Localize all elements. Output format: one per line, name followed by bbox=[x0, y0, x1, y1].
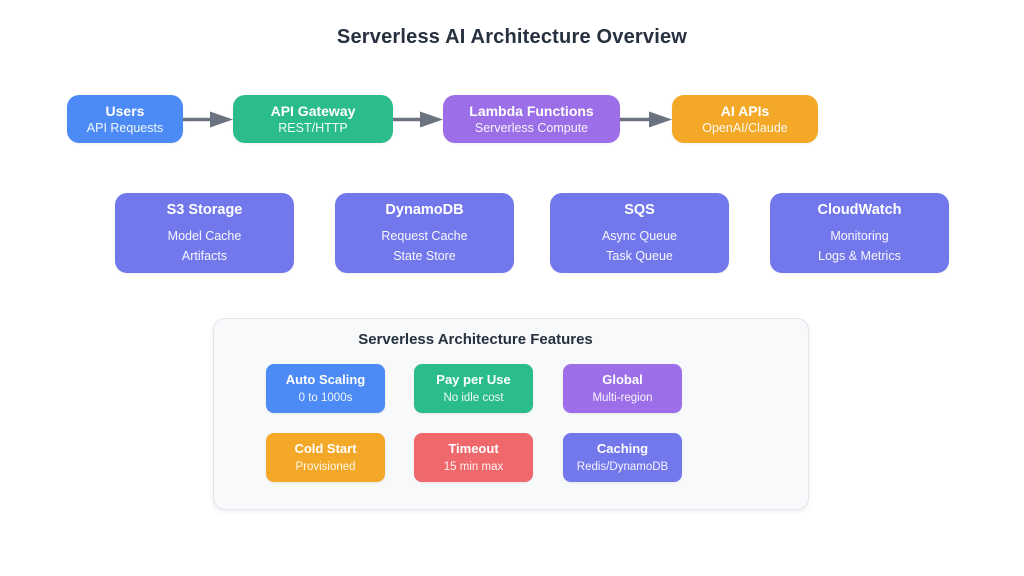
flow-node-title: Lambda Functions bbox=[469, 102, 594, 119]
flow-node-title: AI APIs bbox=[720, 102, 770, 119]
right-arrow-icon bbox=[620, 111, 672, 128]
feature-box-timeout: Timeout 15 min max bbox=[414, 433, 533, 482]
service-line: Artifacts bbox=[181, 248, 228, 263]
service-title: DynamoDB bbox=[385, 201, 464, 218]
feature-box-global: Global Multi-region bbox=[563, 364, 682, 413]
service-title: SQS bbox=[624, 201, 655, 218]
feature-title: Timeout bbox=[448, 441, 499, 456]
feature-box-pay-per-use: Pay per Use No idle cost bbox=[414, 364, 533, 413]
right-arrow-icon bbox=[393, 111, 443, 128]
features-panel-title: Serverless Architecture Features bbox=[358, 331, 593, 348]
right-arrow-icon bbox=[183, 111, 233, 128]
feature-title: Pay per Use bbox=[436, 372, 511, 387]
service-line: Model Cache bbox=[167, 228, 242, 243]
service-box-dynamodb: DynamoDB Request Cache State Store bbox=[335, 193, 514, 273]
flow-node-subtitle: API Requests bbox=[86, 120, 164, 135]
service-line: Task Queue bbox=[606, 248, 673, 263]
flow-node-title: Users bbox=[105, 102, 145, 119]
features-panel: Serverless Architecture Features Auto Sc… bbox=[213, 318, 809, 510]
feature-subtitle: 0 to 1000s bbox=[298, 392, 353, 404]
flow-node-api-gateway: API Gateway REST/HTTP bbox=[233, 95, 393, 143]
feature-title: Auto Scaling bbox=[285, 372, 366, 387]
service-line: Logs & Metrics bbox=[818, 248, 901, 263]
feature-title: Caching bbox=[596, 441, 649, 456]
flow-node-users: Users API Requests bbox=[67, 95, 183, 143]
feature-subtitle: No idle cost bbox=[443, 392, 504, 404]
service-box-sqs: SQS Async Queue Task Queue bbox=[550, 193, 729, 273]
feature-box-cold-start: Cold Start Provisioned bbox=[266, 433, 385, 482]
page-title: Serverless AI Architecture Overview bbox=[336, 26, 688, 48]
flow-node-lambda-functions: Lambda Functions Serverless Compute bbox=[443, 95, 620, 143]
feature-box-auto-scaling: Auto Scaling 0 to 1000s bbox=[266, 364, 385, 413]
flow-node-subtitle: OpenAI/Claude bbox=[702, 120, 788, 135]
feature-box-caching: Caching Redis/DynamoDB bbox=[563, 433, 682, 482]
service-line: Async Queue bbox=[601, 228, 678, 243]
feature-subtitle: Redis/DynamoDB bbox=[576, 461, 669, 473]
service-title: S3 Storage bbox=[166, 201, 243, 218]
flow-node-subtitle: Serverless Compute bbox=[474, 120, 589, 135]
service-line: Request Cache bbox=[381, 228, 468, 243]
feature-title: Cold Start bbox=[294, 441, 357, 456]
service-title: CloudWatch bbox=[817, 201, 902, 218]
flow-node-ai-apis: AI APIs OpenAI/Claude bbox=[672, 95, 818, 143]
service-line: State Store bbox=[393, 248, 456, 263]
feature-subtitle: Multi-region bbox=[592, 392, 653, 404]
flow-node-title: API Gateway bbox=[270, 102, 356, 119]
feature-subtitle: 15 min max bbox=[443, 461, 504, 473]
service-box-s3-storage: S3 Storage Model Cache Artifacts bbox=[115, 193, 294, 273]
feature-subtitle: Provisioned bbox=[295, 461, 356, 473]
flow-node-subtitle: REST/HTTP bbox=[278, 120, 348, 135]
feature-title: Global bbox=[602, 372, 643, 387]
service-box-cloudwatch: CloudWatch Monitoring Logs & Metrics bbox=[770, 193, 949, 273]
service-line: Monitoring bbox=[830, 228, 889, 243]
